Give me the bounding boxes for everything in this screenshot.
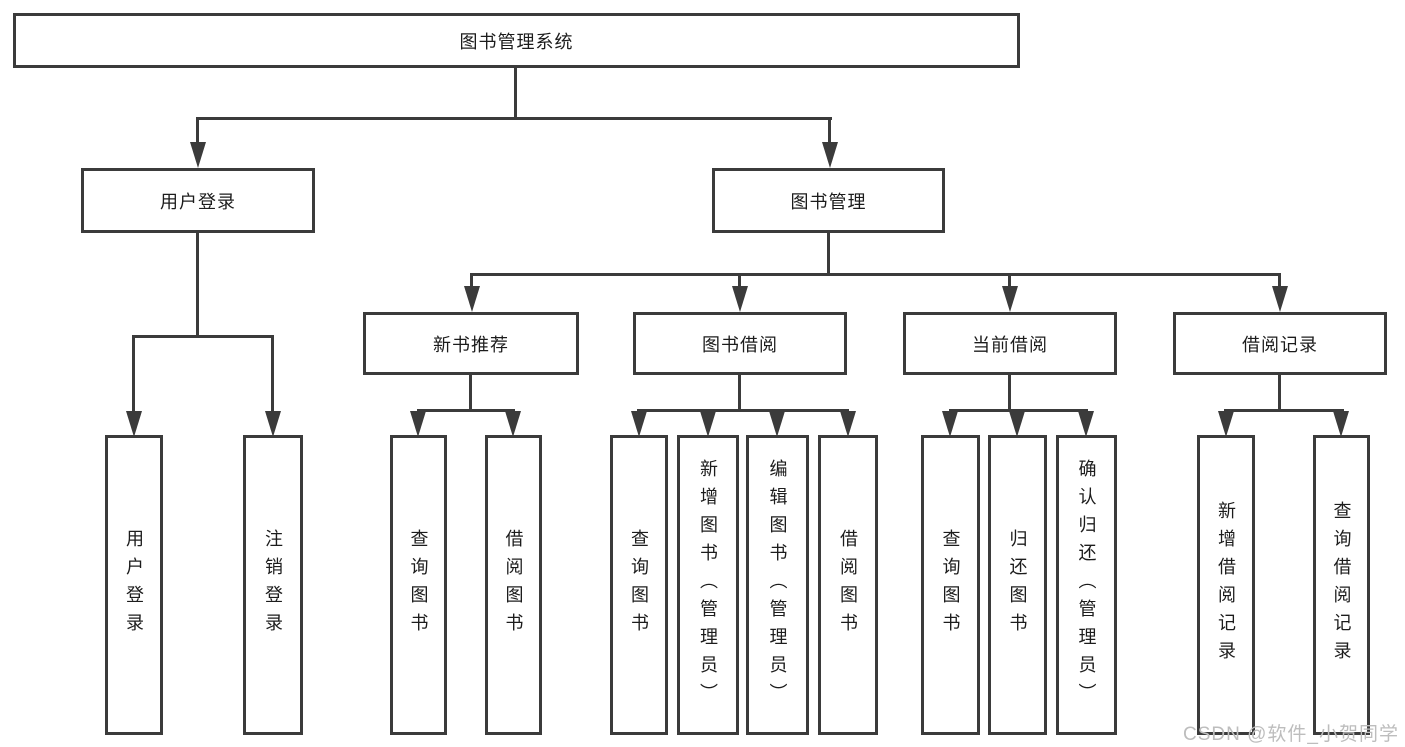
leaf-user-login: 用户登录 <box>105 435 163 735</box>
csdn-watermark: CSDN @软件_小贺同学 <box>1183 724 1399 745</box>
arrowhead-add-record <box>1218 411 1234 437</box>
connector-bookborrow-crossbar <box>637 409 849 412</box>
arrowhead-book-mgmt <box>822 142 838 168</box>
leaf-query-books-borrowing-label: 查询图书 <box>629 529 649 641</box>
arrowhead-bookborrow <box>732 286 748 312</box>
leaf-borrow-books-recommend: 借阅图书 <box>485 435 542 735</box>
connector-current-crossbar <box>949 409 1088 412</box>
arrowhead-user-login <box>190 142 206 168</box>
arrowhead-leaf-login <box>126 411 142 437</box>
connector-root-stem <box>514 68 517 117</box>
connector-drop-user-login <box>196 117 199 145</box>
leaf-logout-label: 注销登录 <box>263 529 283 641</box>
arrowhead-confirm-return <box>1078 411 1094 437</box>
arrowhead-edit-books <box>769 411 785 437</box>
connector-root-crossbar <box>196 117 832 120</box>
leaf-borrow-books-recommend-label: 借阅图书 <box>503 529 524 641</box>
leaf-borrow-books-borrowing-label: 借阅图书 <box>838 529 858 641</box>
connector-userlogin-crossbar <box>132 335 274 338</box>
connector-drop-newbook <box>470 273 473 288</box>
node-root-library-system: 图书管理系统 <box>13 13 1020 68</box>
leaf-add-books-admin: 新增图书（管理员） <box>677 435 739 735</box>
arrowhead-query-current <box>942 411 958 437</box>
node-current-borrowing: 当前借阅 <box>903 312 1117 375</box>
leaf-borrow-books-borrowing: 借阅图书 <box>818 435 878 735</box>
node-borrowing-records: 借阅记录 <box>1173 312 1387 375</box>
leaf-add-borrow-record-label: 新增借阅记录 <box>1216 501 1236 669</box>
connector-bookborrow-stem <box>738 375 741 409</box>
arrowhead-newbook <box>464 286 480 312</box>
node-book-management: 图书管理 <box>712 168 945 233</box>
connector-drop-leaf-login <box>132 335 135 413</box>
connector-drop-bookborrow <box>738 273 741 288</box>
leaf-edit-books-admin: 编辑图书（管理员） <box>746 435 809 735</box>
arrowhead-query-borrowing <box>631 411 647 437</box>
connector-drop-current <box>1008 273 1011 288</box>
connector-current-stem <box>1008 375 1011 409</box>
arrowhead-add-books <box>700 411 716 437</box>
connector-drop-book-mgmt <box>828 117 831 145</box>
leaf-query-borrow-record: 查询借阅记录 <box>1313 435 1370 735</box>
leaf-query-books-borrowing: 查询图书 <box>610 435 668 735</box>
leaf-logout: 注销登录 <box>243 435 303 735</box>
node-user-login: 用户登录 <box>81 168 315 233</box>
node-book-borrowing: 图书借阅 <box>633 312 847 375</box>
connector-record-stem <box>1278 375 1281 409</box>
leaf-add-borrow-record: 新增借阅记录 <box>1197 435 1255 735</box>
connector-userlogin-stem <box>196 233 199 335</box>
leaf-edit-books-admin-label: 编辑图书（管理员） <box>767 459 788 711</box>
connector-newbook-stem <box>469 375 472 409</box>
leaf-query-borrow-record-label: 查询借阅记录 <box>1331 501 1352 669</box>
connector-record-crossbar <box>1224 409 1344 412</box>
leaf-confirm-return-admin: 确认归还（管理员） <box>1056 435 1117 735</box>
leaf-query-books-current: 查询图书 <box>921 435 980 735</box>
arrowhead-query-record <box>1333 411 1349 437</box>
connector-bookmgmt-crossbar <box>470 273 1281 276</box>
arrowhead-return-books <box>1009 411 1025 437</box>
arrowhead-borrow-borrowing <box>840 411 856 437</box>
leaf-return-books: 归还图书 <box>988 435 1047 735</box>
leaf-query-books-recommend: 查询图书 <box>390 435 447 735</box>
arrowhead-current <box>1002 286 1018 312</box>
leaf-confirm-return-admin-label: 确认归还（管理员） <box>1076 459 1097 711</box>
connector-bookmgmt-stem <box>827 233 830 273</box>
arrowhead-query-recommend <box>410 411 426 437</box>
connector-newbook-crossbar <box>417 409 515 412</box>
leaf-return-books-label: 归还图书 <box>1007 529 1028 641</box>
leaf-query-books-recommend-label: 查询图书 <box>408 529 429 641</box>
leaf-user-login-label: 用户登录 <box>124 529 144 641</box>
leaf-add-books-admin-label: 新增图书（管理员） <box>698 459 718 711</box>
connector-drop-leaf-logout <box>271 335 274 413</box>
connector-drop-record <box>1278 273 1281 288</box>
arrowhead-borrow-recommend <box>505 411 521 437</box>
node-new-book-recommend: 新书推荐 <box>363 312 579 375</box>
arrowhead-record <box>1272 286 1288 312</box>
arrowhead-leaf-logout <box>265 411 281 437</box>
leaf-query-books-current-label: 查询图书 <box>940 529 961 641</box>
